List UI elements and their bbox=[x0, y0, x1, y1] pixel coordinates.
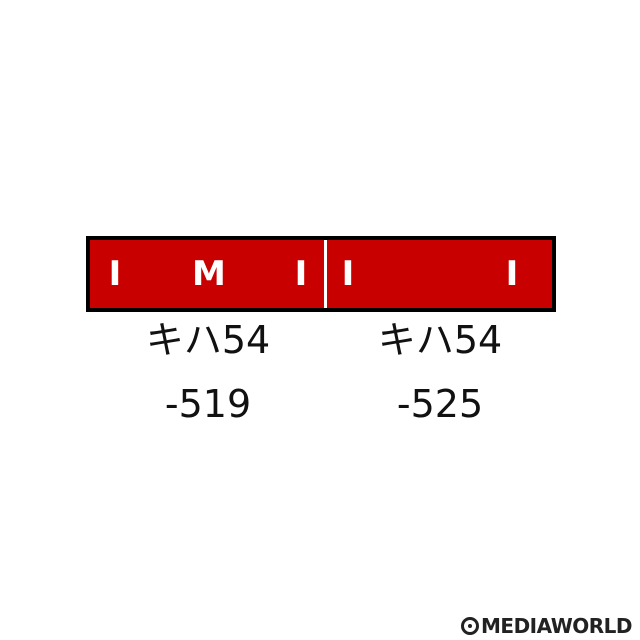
car-1-type-label: キハ54 bbox=[145, 318, 271, 362]
car-2-mark-1: I bbox=[341, 254, 355, 294]
mediaworld-logo-icon bbox=[461, 617, 479, 635]
car-1-number-label: -519 bbox=[164, 382, 252, 426]
car-divider bbox=[324, 240, 327, 308]
car-2-mark-2: I bbox=[505, 254, 519, 294]
car-1: I M I bbox=[90, 240, 321, 308]
car-1-mark-1: I bbox=[108, 254, 122, 294]
watermark-text: MEDIAWORLD bbox=[481, 614, 633, 638]
car-2-number-label: -525 bbox=[396, 382, 484, 426]
watermark-logo: MEDIAWORLD bbox=[461, 614, 633, 638]
car-2: I I bbox=[321, 240, 552, 308]
car-2-type-label: キハ54 bbox=[377, 318, 503, 362]
train-formation-band: I M I I I bbox=[86, 236, 556, 312]
car-1-mark-2: M bbox=[192, 254, 226, 294]
car-1-mark-3: I bbox=[294, 254, 308, 294]
